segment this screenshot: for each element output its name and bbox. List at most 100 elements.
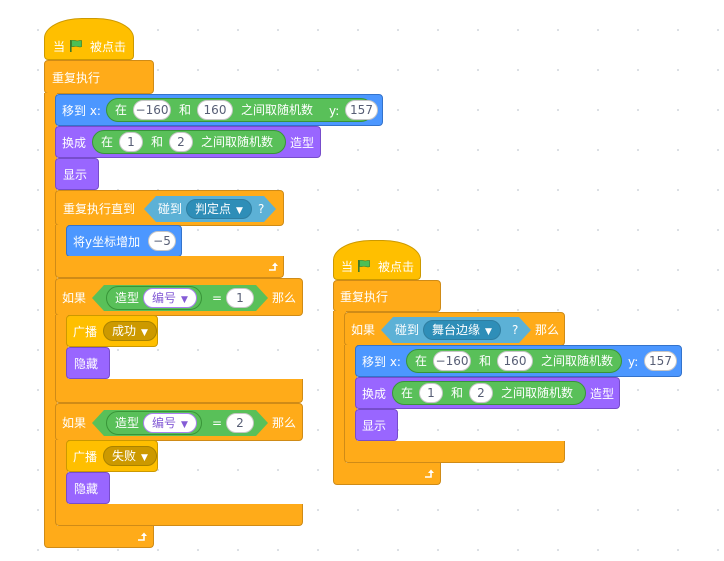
forever-bottom-2: [333, 463, 441, 485]
green-flag-icon: [70, 39, 82, 52]
pick-random-reporter[interactable]: 在 −160 和 160 之间取随机数: [406, 349, 622, 373]
change-y-label: 将y坐标增加: [73, 235, 141, 249]
forever-arm-2: [333, 311, 346, 467]
when-flag-clicked-hat-2[interactable]: 当 被点击: [333, 240, 421, 280]
dropdown-arrow-icon: ▼: [181, 420, 188, 430]
touching-question: ?: [258, 202, 265, 216]
number-input[interactable]: 2: [469, 383, 493, 403]
pick-random-reporter[interactable]: 在 1 和 2 之间取随机数: [92, 130, 286, 154]
costume-attr-dropdown[interactable]: 编号▼: [143, 413, 197, 433]
goto-xy-block-2[interactable]: 移到 x: 在 −160 和 160 之间取随机数 y: 157: [355, 345, 682, 377]
show-block-2[interactable]: 显示: [355, 409, 398, 441]
if-bottom-3: [344, 441, 565, 463]
forever-label: 重复执行: [340, 290, 389, 304]
switch-costume-block-2[interactable]: 换成 在 1 和 2 之间取随机数 造型: [355, 377, 620, 409]
goto-y-label: y:: [329, 104, 340, 118]
equals-boolean[interactable]: 造型 编号▼ = 1: [92, 285, 268, 311]
pick-random-reporter[interactable]: 在 −160 和 160 之间取随机数: [106, 98, 373, 122]
pick-random-reporter[interactable]: 在 1 和 2 之间取随机数: [392, 381, 586, 405]
touching-question: ?: [512, 323, 519, 337]
costume-attr-dropdown[interactable]: 编号▼: [143, 288, 197, 308]
number-input[interactable]: 157: [345, 100, 378, 120]
hat-when-label: 当: [53, 40, 66, 54]
equals-boolean[interactable]: 造型 编号▼ = 2: [92, 410, 268, 436]
forever-bottom-1: [44, 526, 154, 548]
when-flag-clicked-hat-1[interactable]: 当 被点击: [44, 18, 134, 60]
costume-reporter[interactable]: 造型 编号▼: [106, 286, 202, 310]
touching-target-value: 判定点: [195, 202, 232, 216]
if-block-3[interactable]: 如果 碰到 舞台边缘▼ ? 那么: [344, 312, 565, 346]
number-input[interactable]: 2: [226, 413, 254, 433]
loop-arrow-icon: [425, 469, 434, 478]
change-y-block[interactable]: 将y坐标增加 −5: [66, 225, 182, 257]
pick-and-label: 和: [151, 135, 164, 149]
forever-arm-1: [44, 93, 57, 533]
if-label: 如果: [62, 291, 87, 305]
forever-label: 重复执行: [52, 71, 101, 85]
hat-clicked-label: 被点击: [378, 260, 415, 274]
equals-label: =: [212, 416, 223, 430]
then-label: 那么: [272, 416, 297, 430]
touching-label: 碰到: [395, 323, 420, 337]
number-input[interactable]: −160: [433, 351, 471, 371]
hat-when-label: 当: [341, 260, 354, 274]
broadcast-label: 广播: [73, 325, 98, 339]
number-input[interactable]: 160: [197, 100, 233, 120]
broadcast-message-dropdown[interactable]: 失败 ▼: [103, 446, 157, 466]
pick-in-label: 在: [101, 135, 114, 149]
dropdown-arrow-icon: ▼: [236, 206, 243, 216]
dropdown-arrow-icon: ▼: [485, 327, 492, 337]
if-block-2[interactable]: 如果 造型 编号▼ = 2 那么: [55, 403, 303, 441]
touching-target-dropdown[interactable]: 舞台边缘 ▼: [423, 320, 501, 340]
pick-random-label: 之间取随机数: [241, 103, 314, 117]
touching-label: 碰到: [158, 202, 183, 216]
forever-block-2[interactable]: 重复执行: [333, 280, 441, 312]
costume-reporter[interactable]: 造型 编号▼: [106, 411, 202, 435]
repeat-until-bottom: [55, 256, 284, 278]
if-bottom-2: [55, 504, 303, 526]
pick-and-label: 和: [179, 103, 192, 117]
number-input[interactable]: 157: [644, 351, 677, 371]
loop-arrow-icon: [269, 262, 278, 271]
goto-x-label: 移到 x:: [362, 355, 401, 369]
costume-label: 造型: [590, 387, 615, 401]
number-input[interactable]: −160: [133, 100, 171, 120]
repeat-until-block[interactable]: 重复执行直到 碰到 判定点 ▼ ?: [55, 190, 284, 226]
touching-boolean[interactable]: 碰到 舞台边缘 ▼ ?: [381, 317, 531, 343]
broadcast-message-dropdown[interactable]: 成功▼: [103, 321, 157, 341]
touching-boolean[interactable]: 碰到 判定点 ▼ ?: [144, 196, 276, 222]
broadcast-message-value: 失败: [112, 449, 137, 463]
pick-and-label: 和: [451, 386, 464, 400]
repeat-until-label: 重复执行直到: [63, 202, 136, 216]
if-label: 如果: [62, 416, 87, 430]
if-block-1[interactable]: 如果 造型 编号▼ = 1 那么: [55, 278, 303, 316]
goto-y-label: y:: [628, 355, 639, 369]
dropdown-arrow-icon: ▼: [141, 453, 148, 463]
green-flag-icon: [358, 259, 370, 272]
broadcast-block-success[interactable]: 广播 成功▼: [66, 315, 158, 347]
then-label: 那么: [272, 291, 297, 305]
if-label: 如果: [351, 323, 376, 337]
hide-label: 隐藏: [74, 357, 99, 371]
hide-block-1[interactable]: 隐藏: [66, 347, 110, 379]
number-input[interactable]: 1: [119, 132, 143, 152]
pick-random-label: 之间取随机数: [201, 135, 274, 149]
switch-costume-block-1[interactable]: 换成 在 1 和 2 之间取随机数 造型: [55, 126, 321, 158]
show-label: 显示: [362, 419, 387, 433]
number-input[interactable]: −5: [148, 231, 176, 251]
broadcast-block-fail[interactable]: 广播 失败▼: [66, 440, 158, 472]
touching-target-dropdown[interactable]: 判定点 ▼: [186, 199, 252, 219]
pick-and-label: 和: [479, 354, 492, 368]
hide-block-2[interactable]: 隐藏: [66, 472, 110, 504]
costume-label: 造型: [290, 136, 315, 150]
number-input[interactable]: 2: [169, 132, 193, 152]
repeat-until-arm: [55, 225, 68, 257]
goto-xy-block-1[interactable]: 移到 x: 在 −160 和 160 之间取随机数 y: 157: [55, 94, 383, 126]
number-input[interactable]: 1: [419, 383, 443, 403]
number-input[interactable]: 160: [497, 351, 533, 371]
show-block-1[interactable]: 显示: [55, 158, 99, 190]
forever-block-1[interactable]: 重复执行: [44, 60, 154, 94]
touching-target-value: 舞台边缘: [432, 323, 481, 337]
number-input[interactable]: 1: [226, 288, 254, 308]
pick-random-label: 之间取随机数: [541, 354, 614, 368]
